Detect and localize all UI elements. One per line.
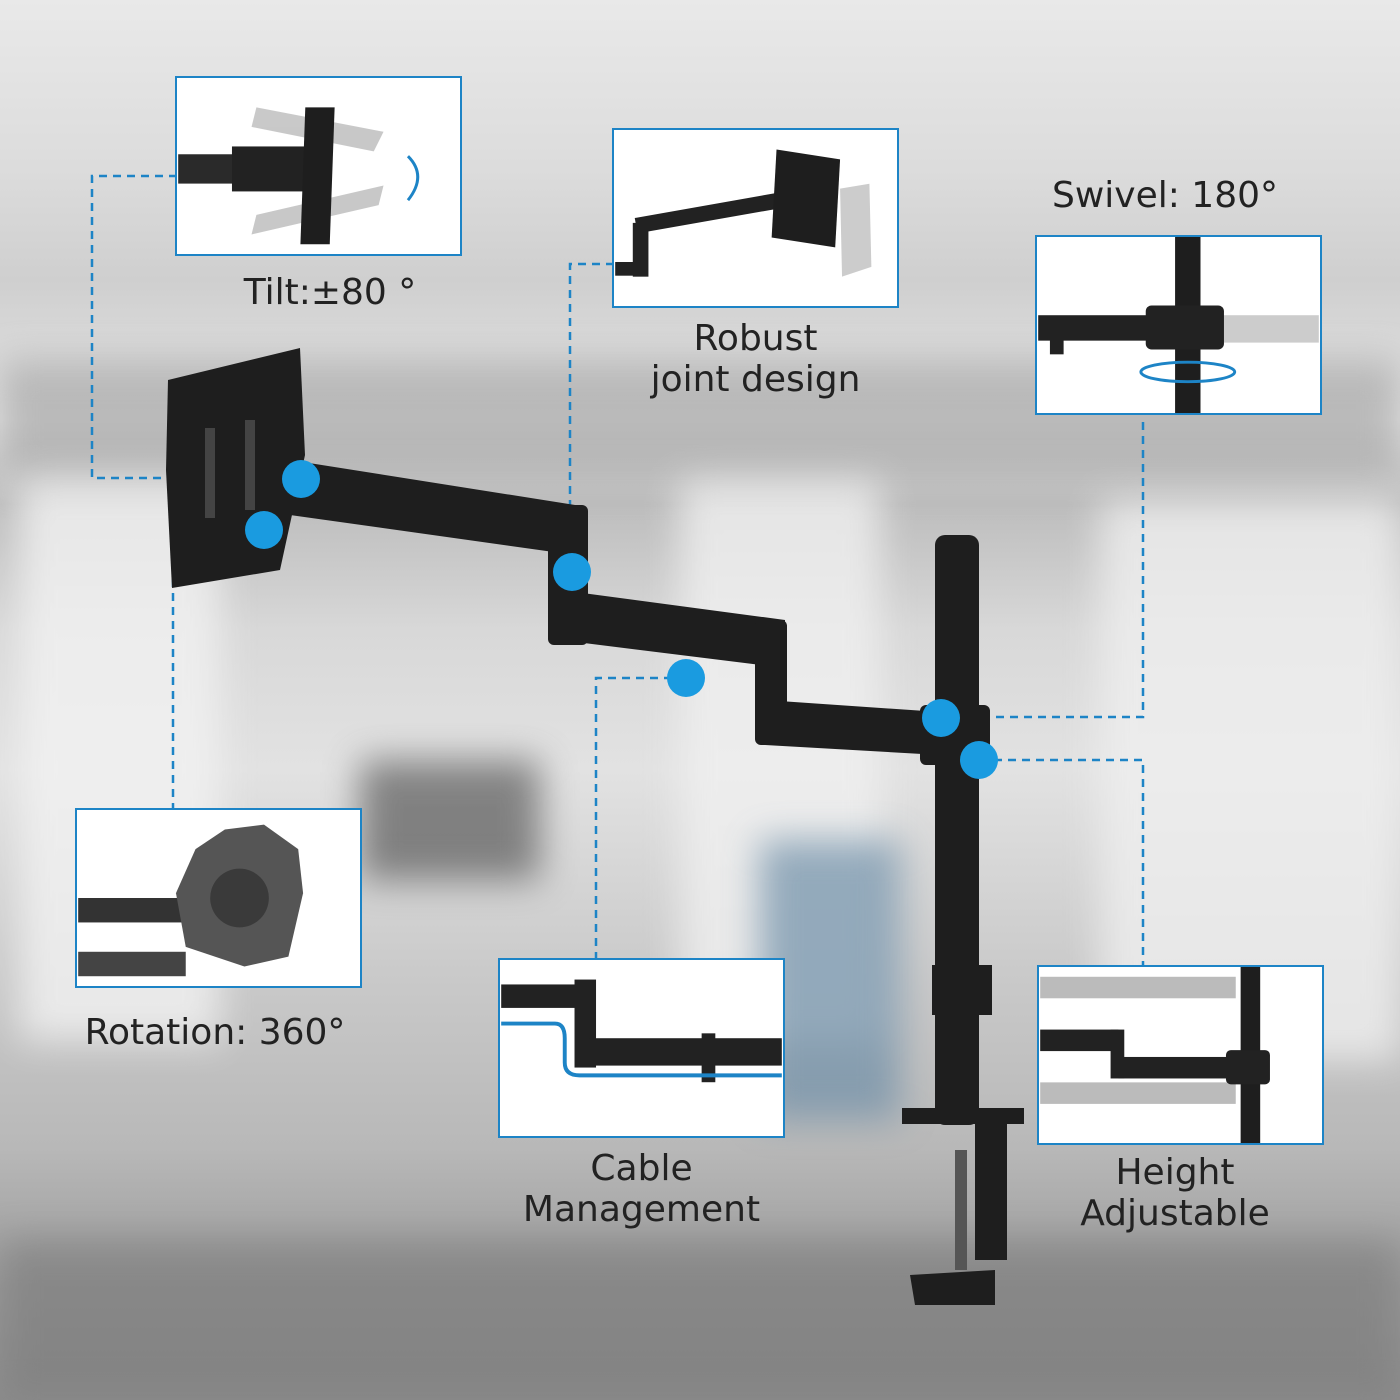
rotation-feature-image bbox=[75, 808, 362, 988]
rotation-label: Rotation: 360° bbox=[84, 1012, 346, 1053]
tilt-feature-image bbox=[175, 76, 462, 256]
height-label: Height Adjustable bbox=[1080, 1152, 1270, 1234]
joint-label: Robust joint design bbox=[650, 318, 861, 400]
tilt-label: Tilt:±80 ° bbox=[243, 272, 417, 313]
swivel-feature-image bbox=[1035, 235, 1322, 415]
background-desk bbox=[360, 760, 540, 880]
swivel-label: Swivel: 180° bbox=[1051, 175, 1279, 216]
cable-feature-image bbox=[498, 958, 785, 1138]
joint-feature-image bbox=[612, 128, 899, 308]
feature-dots bbox=[245, 460, 998, 779]
cable-label: Cable Management bbox=[522, 1148, 761, 1230]
background-floor bbox=[0, 1240, 1400, 1400]
height-feature-image bbox=[1037, 965, 1324, 1145]
